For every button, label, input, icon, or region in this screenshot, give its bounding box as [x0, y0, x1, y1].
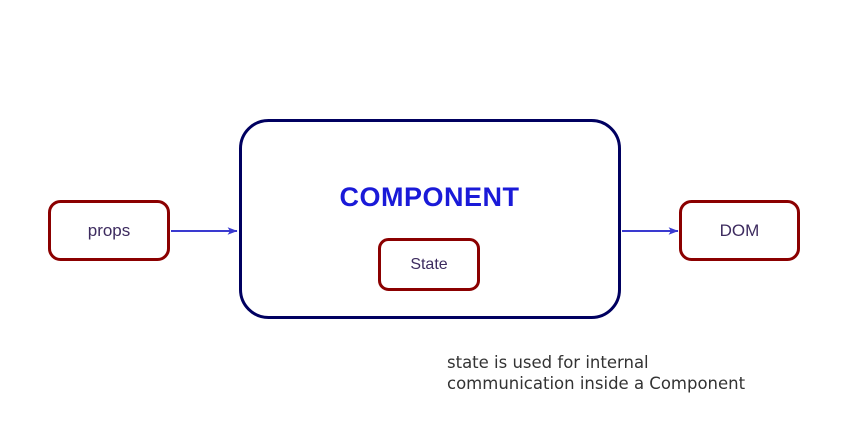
dom-box	[679, 200, 800, 261]
state-box	[378, 238, 480, 291]
component-box	[239, 119, 621, 319]
diagram-caption: state is used for internal communication…	[447, 353, 746, 393]
props-box	[48, 200, 170, 261]
props-node-label: props	[87, 221, 131, 240]
state-node-label: State	[410, 255, 448, 273]
component-title: COMPONENT	[339, 182, 520, 212]
dom-node-label: DOM	[719, 221, 760, 240]
